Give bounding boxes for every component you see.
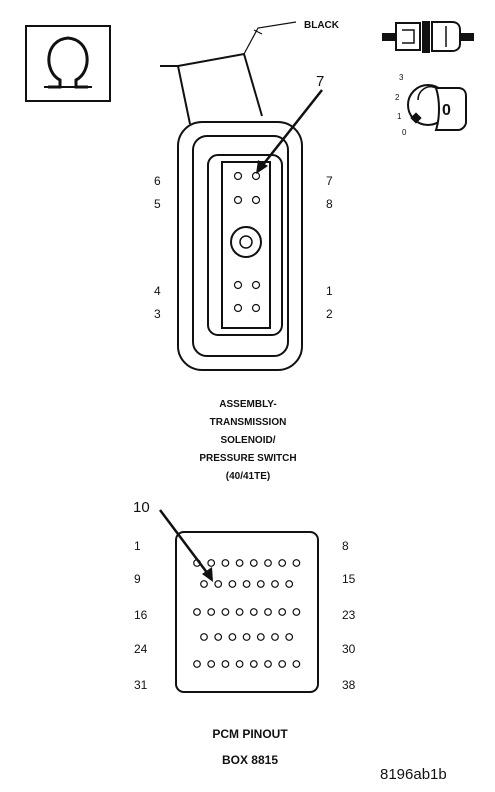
pcm-row-label-left-3: 24 <box>134 642 148 656</box>
pcm-pin-23 <box>292 608 301 616</box>
top-pin-label-right-3: 2 <box>326 307 333 321</box>
pcm-pin-37 <box>278 660 287 668</box>
connector-plug-icon <box>382 21 474 53</box>
pcm-pin-27 <box>242 633 251 641</box>
pcm-pin-35 <box>249 660 258 668</box>
pin-top-6 <box>233 171 243 181</box>
pcm-pin-31 <box>193 660 201 668</box>
pcm-pin-10 <box>214 580 223 588</box>
pcm-pin-grid <box>193 559 301 668</box>
pcm-pin-26 <box>228 633 237 641</box>
pcm-pin-18 <box>221 608 230 616</box>
callout-10-arrow <box>159 509 213 582</box>
top-connector-housing <box>177 121 303 371</box>
ignition-key-icon: 3 2 1 0 0 <box>395 73 467 137</box>
pcm-pin-28 <box>256 633 265 641</box>
top-caption-line-3: PRESSURE SWITCH <box>199 453 296 464</box>
top-pin-label-left-3: 3 <box>154 307 161 321</box>
pin-top-7 <box>251 171 261 181</box>
pcm-pin-15 <box>285 580 294 588</box>
figure-id: 8196ab1b <box>380 766 447 783</box>
pcm-pin-9 <box>200 580 208 588</box>
wire-lead <box>160 21 297 125</box>
top-connector-caption: ASSEMBLY- TRANSMISSION SOLENOID/ PRESSUR… <box>199 399 296 482</box>
top-caption-line-1: TRANSMISSION <box>210 417 287 428</box>
pcm-pin-29 <box>271 633 279 641</box>
pcm-pin-20 <box>249 608 258 616</box>
top-pin-label-right-0: 7 <box>326 174 333 188</box>
pcm-row-label-right-4: 38 <box>342 678 356 692</box>
callout-10: 10 <box>133 499 150 516</box>
pcm-connector-body <box>175 531 319 693</box>
key-position-0: 0 <box>402 128 407 137</box>
pin-top-1 <box>251 280 261 290</box>
top-caption-line-2: SOLENOID/ <box>220 435 275 446</box>
pcm-pin-25 <box>214 633 223 641</box>
pcm-row-label-left-0: 1 <box>134 539 141 553</box>
top-pin-label-left-0: 6 <box>154 174 161 188</box>
pcm-pin-14 <box>271 580 279 588</box>
key-position-2: 2 <box>395 93 400 102</box>
pcm-pin-34 <box>235 660 244 668</box>
pcm-row-label-right-1: 15 <box>342 572 356 586</box>
pcm-pin-4 <box>235 559 244 567</box>
pcm-row-label-right-3: 30 <box>342 642 356 656</box>
top-pin-label-right-1: 8 <box>326 197 333 211</box>
pcm-pin-6 <box>264 559 272 567</box>
pcm-pin-2 <box>207 559 216 567</box>
pcm-pin-24 <box>200 633 208 641</box>
pcm-pin-32 <box>207 660 216 668</box>
pcm-pin-21 <box>264 608 272 616</box>
ohm-symbol-icon <box>25 25 111 102</box>
pcm-pin-8 <box>292 559 301 567</box>
key-label: 0 <box>442 102 451 119</box>
pin-top-3 <box>233 303 243 313</box>
key-position-1: 1 <box>397 112 402 121</box>
pcm-pin-17 <box>207 608 216 616</box>
pcm-pin-16 <box>193 608 201 616</box>
pcm-pin-5 <box>249 559 258 567</box>
top-pin-label-right-2: 1 <box>326 284 333 298</box>
pcm-pin-38 <box>292 660 301 668</box>
callout-7: 7 <box>316 73 324 90</box>
pcm-caption-line-0: PCM PINOUT <box>212 727 288 741</box>
callout-7-arrow <box>256 89 323 174</box>
pcm-row-label-left-2: 16 <box>134 608 148 622</box>
pin-top-8 <box>251 195 261 205</box>
pcm-pin-3 <box>221 559 230 567</box>
top-pin-label-left-1: 5 <box>154 197 161 211</box>
pcm-pin-13 <box>256 580 265 588</box>
pin-top-4 <box>233 280 243 290</box>
pcm-row-label-right-0: 8 <box>342 539 349 553</box>
top-pin-label-left-2: 4 <box>154 284 161 298</box>
pin-top-2 <box>251 303 261 313</box>
key-position-3: 3 <box>399 73 404 82</box>
pcm-pin-19 <box>235 608 244 616</box>
pcm-pin-36 <box>264 660 272 668</box>
pcm-row-label-right-2: 23 <box>342 608 356 622</box>
pin-top-5 <box>233 195 243 205</box>
pcm-row-label-left-1: 9 <box>134 572 141 586</box>
pcm-pin-11 <box>228 580 237 588</box>
pcm-pin-22 <box>278 608 287 616</box>
wire-color-label: BLACK <box>304 20 340 31</box>
pcm-caption-line-1: BOX 8815 <box>222 753 278 767</box>
top-caption-line-0: ASSEMBLY- <box>219 399 276 410</box>
pcm-row-label-left-4: 31 <box>134 678 148 692</box>
pcm-pin-7 <box>278 559 287 567</box>
top-caption-line-4: (40/41TE) <box>226 471 270 482</box>
pcm-pin-33 <box>221 660 230 668</box>
pcm-pin-12 <box>242 580 251 588</box>
pcm-pin-30 <box>285 633 294 641</box>
